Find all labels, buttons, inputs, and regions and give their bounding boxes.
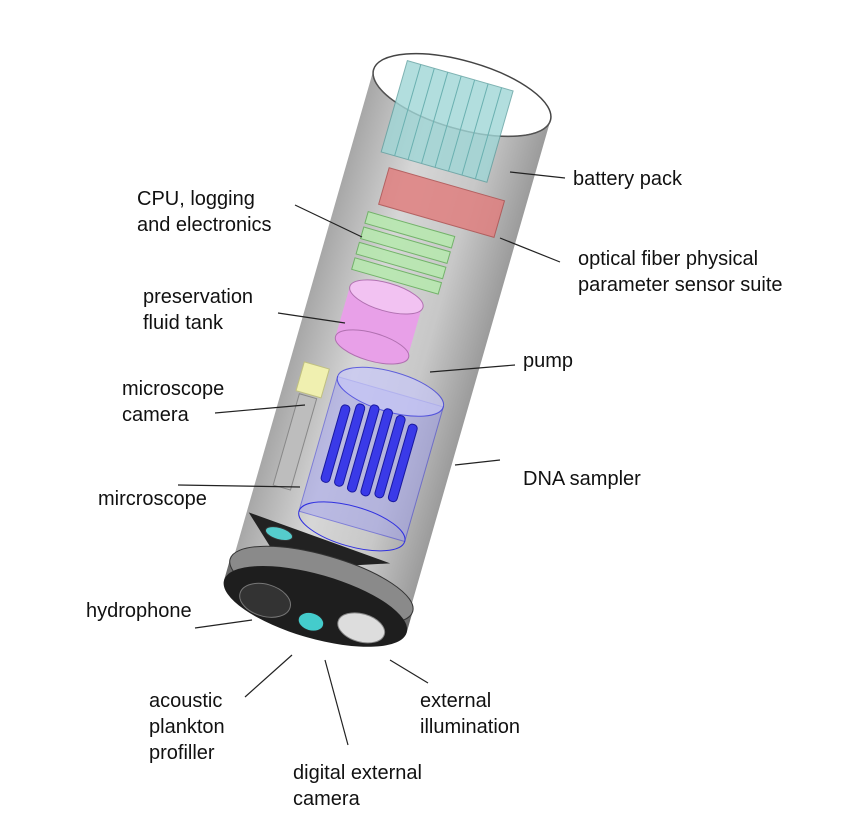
label-pump: pump: [523, 348, 573, 374]
microscope-camera: [295, 361, 330, 399]
label-text: plankton: [149, 716, 225, 738]
illumination-lamp: [337, 612, 386, 644]
label-text: preservation: [143, 286, 254, 308]
label-text: CPU, logging: [137, 188, 255, 210]
label-text: camera: [293, 788, 360, 810]
label-microscope-camera: microscope camera: [122, 376, 224, 428]
label-text: hydrophone: [86, 600, 192, 622]
label-text: mircroscope: [98, 488, 207, 510]
label-battery-pack: battery pack: [573, 166, 682, 192]
camera-lens: [297, 611, 325, 632]
label-text: fluid tank: [143, 312, 224, 334]
leader-lines: [177, 171, 566, 746]
bottom-cap: [223, 512, 414, 647]
label-text: camera: [122, 404, 189, 426]
dna-sampler: [298, 366, 445, 552]
label-text: profiller: [149, 742, 215, 764]
label-microscope: mircroscope: [98, 486, 207, 512]
label-text: illumination: [420, 716, 521, 738]
label-text: pump: [523, 350, 574, 372]
label-text: battery pack: [573, 168, 682, 190]
label-text: DNA sampler: [523, 468, 641, 490]
label-text: external: [420, 690, 492, 712]
hydrophone-part: [239, 582, 291, 618]
label-text: parameter sensor suite: [578, 274, 783, 296]
battery-pack: [380, 59, 514, 183]
label-preservation-tank: preservation fluid tank: [143, 284, 253, 336]
label-cpu: CPU, logging and electronics: [137, 186, 272, 238]
sensor-suite: [378, 167, 506, 238]
label-digital-camera: digital external camera: [293, 760, 422, 812]
label-external-illumination: external illumination: [420, 688, 520, 740]
label-optical-sensor: optical fiber physical parameter sensor s…: [578, 246, 783, 298]
cpu-boards: [351, 211, 456, 295]
label-acoustic-profiler: acoustic plankton profiller: [149, 688, 225, 766]
label-text: optical fiber physical: [578, 248, 759, 270]
label-text: and electronics: [137, 214, 272, 236]
label-text: acoustic: [149, 690, 223, 712]
microscope-tube: [272, 393, 318, 491]
cylinder-housing: [223, 52, 552, 647]
label-hydrophone: hydrophone: [86, 598, 192, 624]
label-text: digital external: [293, 762, 422, 784]
label-text: microscope: [122, 378, 225, 400]
label-dna-sampler: DNA sampler: [523, 466, 641, 492]
fluid-tank: [334, 279, 424, 365]
